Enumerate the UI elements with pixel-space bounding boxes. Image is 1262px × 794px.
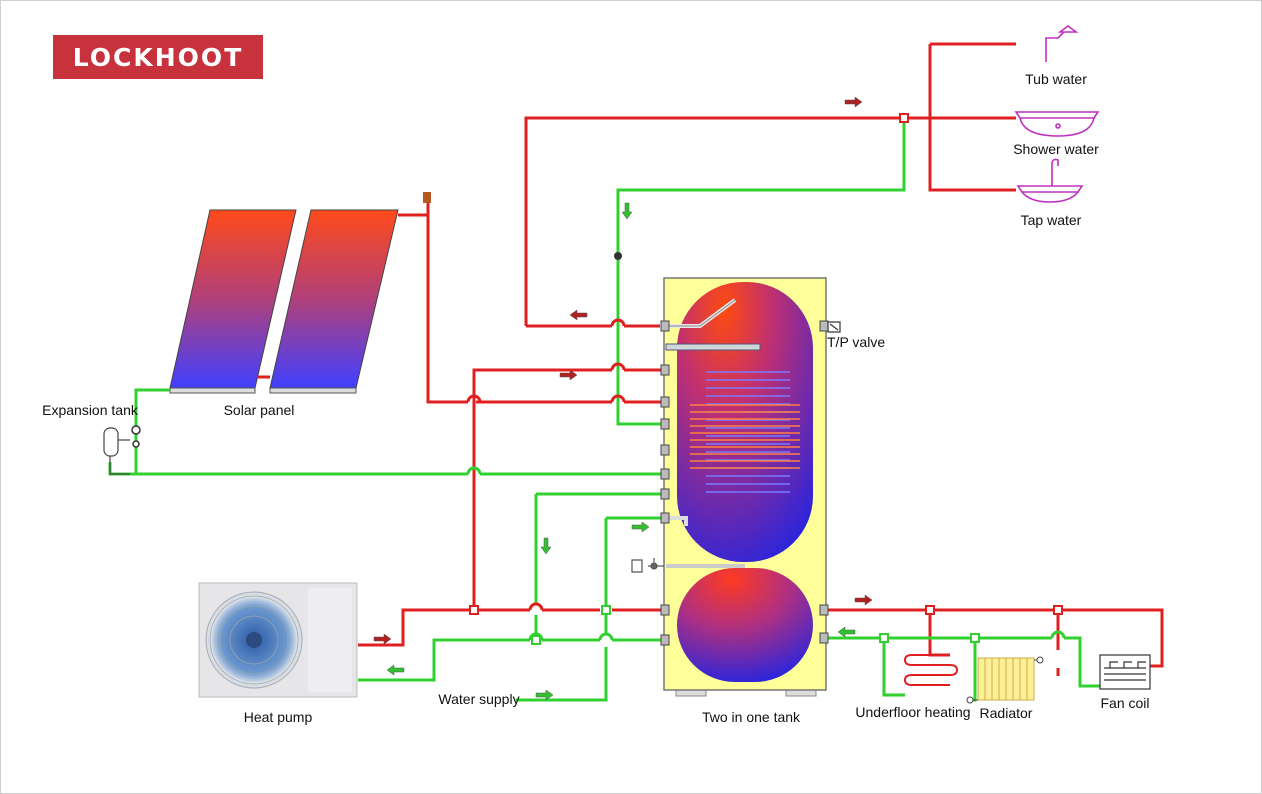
solar-panel xyxy=(169,192,431,394)
underfloor-heating-icon xyxy=(903,654,959,686)
tp-valve-icon xyxy=(827,321,841,333)
flow-arrow-icon xyxy=(373,96,873,645)
fan-coil-icon xyxy=(1099,654,1151,690)
label-tap-water: Tap water xyxy=(1021,212,1082,228)
hot-pipes xyxy=(358,42,1164,676)
pipe-junctions xyxy=(131,113,1063,645)
label-water-supply: Water supply xyxy=(438,691,519,707)
expansion-tank-icon xyxy=(103,427,130,475)
label-solar-panel: Solar panel xyxy=(224,402,295,418)
flow-arrow-icon xyxy=(386,202,856,701)
tub-faucet-icon xyxy=(1045,25,1079,62)
air-vent-icon xyxy=(423,192,431,203)
label-heat-pump: Heat pump xyxy=(244,709,313,725)
check-valve-icon xyxy=(614,252,622,260)
label-fan-coil: Fan coil xyxy=(1100,695,1149,711)
label-tp-valve: T/P valve xyxy=(827,334,885,350)
pipe-crossovers xyxy=(466,318,1066,641)
label-expansion-tank: Expansion tank xyxy=(42,402,139,418)
brand-logo: LOCKHOOT xyxy=(53,35,263,79)
label-shower-water: Shower water xyxy=(1013,141,1099,157)
brand-logo-text: LOCKHOOT xyxy=(72,42,244,72)
valve-icon xyxy=(131,425,141,435)
label-underfloor-heating: Underfloor heating xyxy=(855,704,970,720)
heat-pump-unit xyxy=(198,582,358,698)
upper-coil xyxy=(690,404,800,469)
label-tub-water: Tub water xyxy=(1025,71,1087,87)
two-in-one-tank xyxy=(631,277,841,697)
shower-basin-icon xyxy=(1014,111,1100,137)
diagram-labels: Tub water Shower water Tap water T/P val… xyxy=(42,71,1149,725)
label-two-in-one-tank: Two in one tank xyxy=(702,709,801,725)
drain-valve-icon xyxy=(631,558,664,573)
tap-sink-icon xyxy=(1016,158,1084,203)
flow-arrows xyxy=(373,96,873,701)
label-radiator: Radiator xyxy=(980,705,1033,721)
radiator-icon xyxy=(966,656,1044,704)
